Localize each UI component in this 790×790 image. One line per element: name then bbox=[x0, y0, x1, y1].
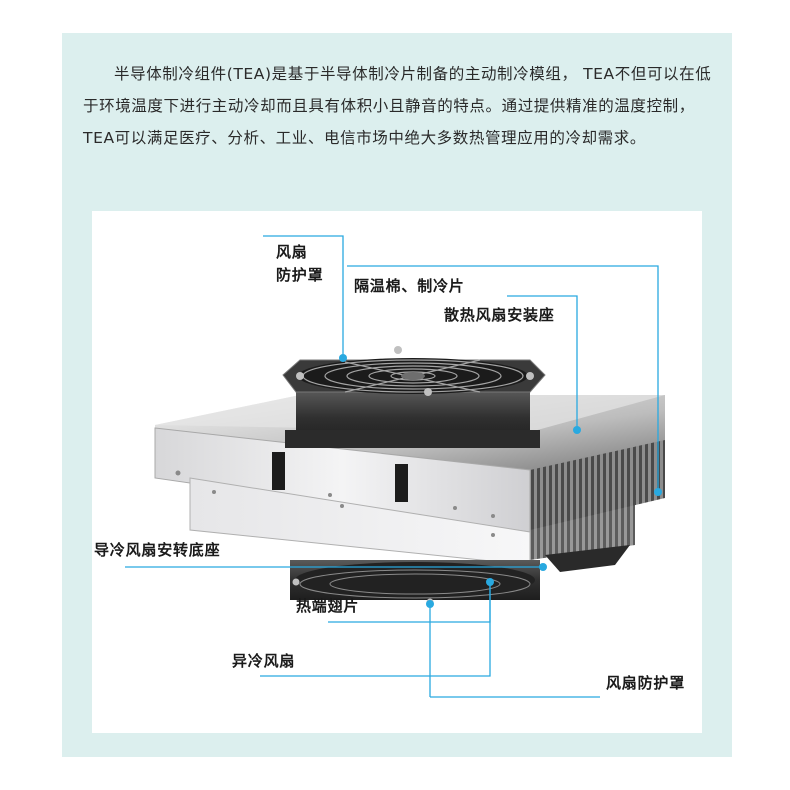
intro-paragraph: 半导体制冷组件(TEA)是基于半导体制冷片制备的主动制冷模组， TEA不但可以在… bbox=[83, 65, 712, 147]
vent-slot bbox=[395, 464, 408, 502]
label-heat-fan-mount: 散热风扇安装座 bbox=[444, 306, 555, 324]
label-insulation-chip: 隔温棉、制冷片 bbox=[354, 277, 465, 295]
label-cold-fan-base: 导冷风扇安转底座 bbox=[94, 541, 221, 559]
label-fan-guard-bottom: 风扇防护罩 bbox=[606, 674, 686, 692]
label-fan-guard-top-line2: 防护罩 bbox=[276, 266, 324, 284]
vent-slot bbox=[272, 452, 285, 490]
top-fan bbox=[282, 346, 546, 448]
label-fan-guard-top-line1: 风扇 bbox=[276, 243, 308, 261]
leader-dots bbox=[339, 354, 662, 608]
label-hot-fins: 热端翅片 bbox=[296, 597, 360, 615]
label-cold-fan: 异冷风扇 bbox=[232, 652, 296, 670]
label-fan-guard-top: 风扇 防护罩 bbox=[276, 241, 323, 287]
leader-lines bbox=[125, 235, 659, 698]
